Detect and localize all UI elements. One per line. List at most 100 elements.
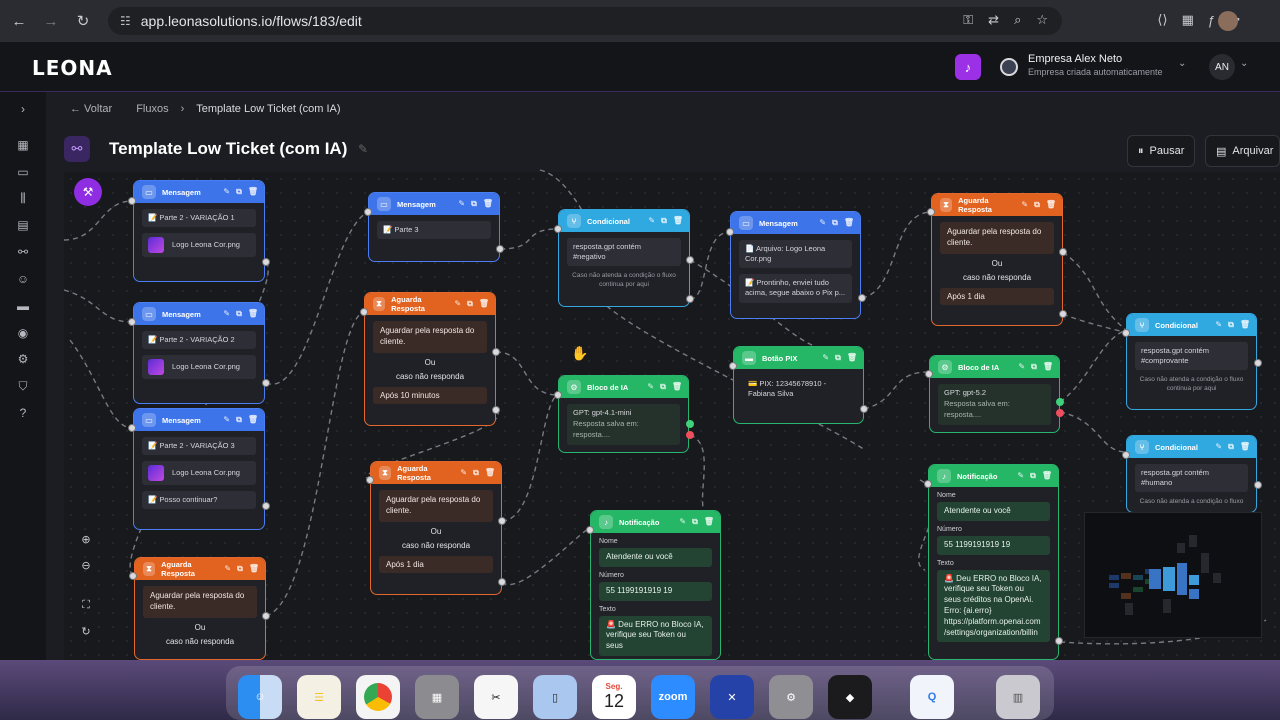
output-handle[interactable] [492,406,500,414]
output-handle[interactable] [262,612,270,620]
node-wait-reply-1day-b[interactable]: ⧗Aguarda Resposta✎⧉🗑 Aguardar pela respo… [931,193,1063,326]
node-pix-button[interactable]: ▬Botão PIX✎⧉🗑 💳 PIX: 12345678910 - Fabia… [733,346,864,424]
trash-icon[interactable]: 🗑 [846,353,857,362]
chevron-down-icon[interactable]: ⌄ [1178,58,1187,69]
node-conditional-negative[interactable]: ⑂Condicional✎⧉🗑 resposta.gpt contém #neg… [558,209,690,307]
edit-icon[interactable]: ✎ [1021,200,1029,209]
qr-extension-icon[interactable]: ▦ [1181,12,1194,27]
copy-icon[interactable]: ⧉ [473,468,479,477]
edit-icon[interactable]: ✎ [1018,362,1026,371]
input-handle[interactable] [128,424,136,432]
input-handle[interactable] [128,318,136,326]
input-handle[interactable] [927,208,935,216]
edit-icon[interactable]: ✎ [454,299,462,308]
trash-icon[interactable]: 🗑 [248,564,259,573]
address-bar[interactable]: ☷ app.leonasolutions.io/flows/183/edit [108,7,1062,35]
node-conditional-receipt[interactable]: ⑂Condicional✎⧉🗑 resposta.gpt contém #com… [1126,313,1257,410]
edit-icon[interactable]: ✎ [224,564,232,573]
copy-icon[interactable]: ⧉ [471,199,477,208]
node-message-part3[interactable]: ▭Mensagem✎⧉🗑 📝 Parte 3 [368,192,500,262]
user-avatar[interactable]: AN [1209,54,1235,80]
copy-icon[interactable]: ⧉ [835,353,841,362]
copy-icon[interactable]: ⧉ [1034,200,1040,209]
capcut-icon[interactable]: ✂ [474,675,518,719]
node-message-3[interactable]: ▭Mensagem✎⧉🗑 📝 Parte 2 - VARIAÇÃO 3 Logo… [133,408,265,530]
trash-icon[interactable]: 🗑 [1042,362,1053,371]
output-handle[interactable] [860,405,868,413]
edit-icon[interactable]: ✎ [679,517,687,526]
chevron-down-icon[interactable]: ⌄ [1240,58,1249,69]
company-switcher[interactable]: Empresa Alex Neto Empresa criada automat… [1028,53,1163,77]
input-handle[interactable] [554,391,562,399]
trash-icon[interactable]: 🗑 [1045,200,1056,209]
card-icon[interactable]: ▬ [17,299,29,313]
notes-icon[interactable]: ☰ [297,675,341,719]
key-icon[interactable]: ⚿ [963,12,974,27]
copy-icon[interactable]: ⧉ [236,415,242,424]
expand-sidebar-icon[interactable]: › [21,102,25,116]
back-link[interactable]: ← Voltar [70,103,113,115]
output-handle[interactable] [498,517,506,525]
quick-app-icon[interactable]: Q [910,675,954,719]
success-handle[interactable] [1056,398,1064,406]
copy-icon[interactable]: ⧉ [236,309,242,318]
formula-extension-icon[interactable]: ƒ [1207,12,1216,28]
node-message-2[interactable]: ▭Mensagem✎⧉🗑 📝 Parte 2 - VARIAÇÃO 2 Logo… [133,302,265,404]
copy-icon[interactable]: ⧉ [832,218,838,227]
trash-icon[interactable]: 🗑 [1239,320,1250,329]
users-icon[interactable]: ☺ [16,272,30,286]
code-extension-icon[interactable]: ⟨⟩ [1157,12,1168,27]
zoom-in-icon[interactable]: ⊕ [81,533,91,546]
tools-icon[interactable]: ⚒ [74,178,102,206]
copy-icon[interactable]: ⧉ [1228,320,1234,329]
node-wait-reply-1day-a[interactable]: ⧗Aguarda Resposta✎⧉🗑 Aguardar pela respo… [370,461,502,595]
input-handle[interactable] [360,308,368,316]
edit-icon[interactable]: ✎ [1215,320,1223,329]
trash-icon[interactable]: 🗑 [671,382,682,391]
success-handle[interactable] [686,420,694,428]
output-handle[interactable] [262,258,270,266]
input-handle[interactable] [366,476,374,484]
node-wait-reply-bottom[interactable]: ⧗Aguarda Resposta✎⧉🗑 Aguardar pela respo… [134,557,266,660]
xcode-like-icon[interactable]: ✕ [710,675,754,719]
input-handle[interactable] [925,370,933,378]
edit-icon[interactable]: ✎ [223,415,231,424]
output-handle[interactable] [1059,310,1067,318]
finder-icon[interactable]: ☺ [238,675,282,719]
dashboard-icon[interactable]: ▦ [17,138,29,152]
flows-icon[interactable]: ⚯ [17,245,29,259]
input-handle[interactable] [1122,329,1130,337]
copy-icon[interactable]: ⧉ [1030,471,1036,480]
trash-icon[interactable]: 🗑 [478,299,489,308]
input-handle[interactable] [129,572,137,580]
trash-icon[interactable]: 🗑 [247,309,258,318]
site-settings-icon[interactable]: ☷ [120,14,131,28]
copy-icon[interactable]: ⧉ [660,382,666,391]
browser-profile-avatar[interactable] [1218,11,1238,31]
trash-icon[interactable]: 🗑 [482,199,493,208]
zoom-icon[interactable]: ⌕ [1014,12,1022,27]
chrome-icon[interactable] [356,675,400,719]
trash-icon[interactable]: 🗑 [484,468,495,477]
calendar-icon[interactable]: Seg.12 [592,675,636,719]
forward-arrow-icon[interactable]: → [43,12,59,30]
node-conditional-human[interactable]: ⑂Condicional✎⧉🗑 resposta.gpt contém #hum… [1126,435,1257,513]
bell-icon[interactable]: ♪ [955,54,981,80]
trash-icon[interactable]: 🗑 [1041,471,1052,480]
input-handle[interactable] [128,197,136,205]
iphone-mirroring-icon[interactable]: ▯ [533,675,577,719]
copy-icon[interactable]: ⧉ [237,564,243,573]
input-handle[interactable] [554,225,562,233]
reset-view-icon[interactable]: ↻ [81,625,91,638]
calculator-icon[interactable]: ▦ [415,675,459,719]
output-handle[interactable] [262,502,270,510]
profile-icon[interactable]: ◉ [17,326,29,340]
input-handle[interactable] [729,362,737,370]
copy-icon[interactable]: ⧉ [1031,362,1037,371]
trash-bin-icon[interactable]: ▥ [996,675,1040,719]
edit-icon[interactable]: ✎ [460,468,468,477]
edit-icon[interactable]: ✎ [819,218,827,227]
gear-icon[interactable]: ⚙ [17,352,29,366]
output-handle[interactable] [858,294,866,302]
